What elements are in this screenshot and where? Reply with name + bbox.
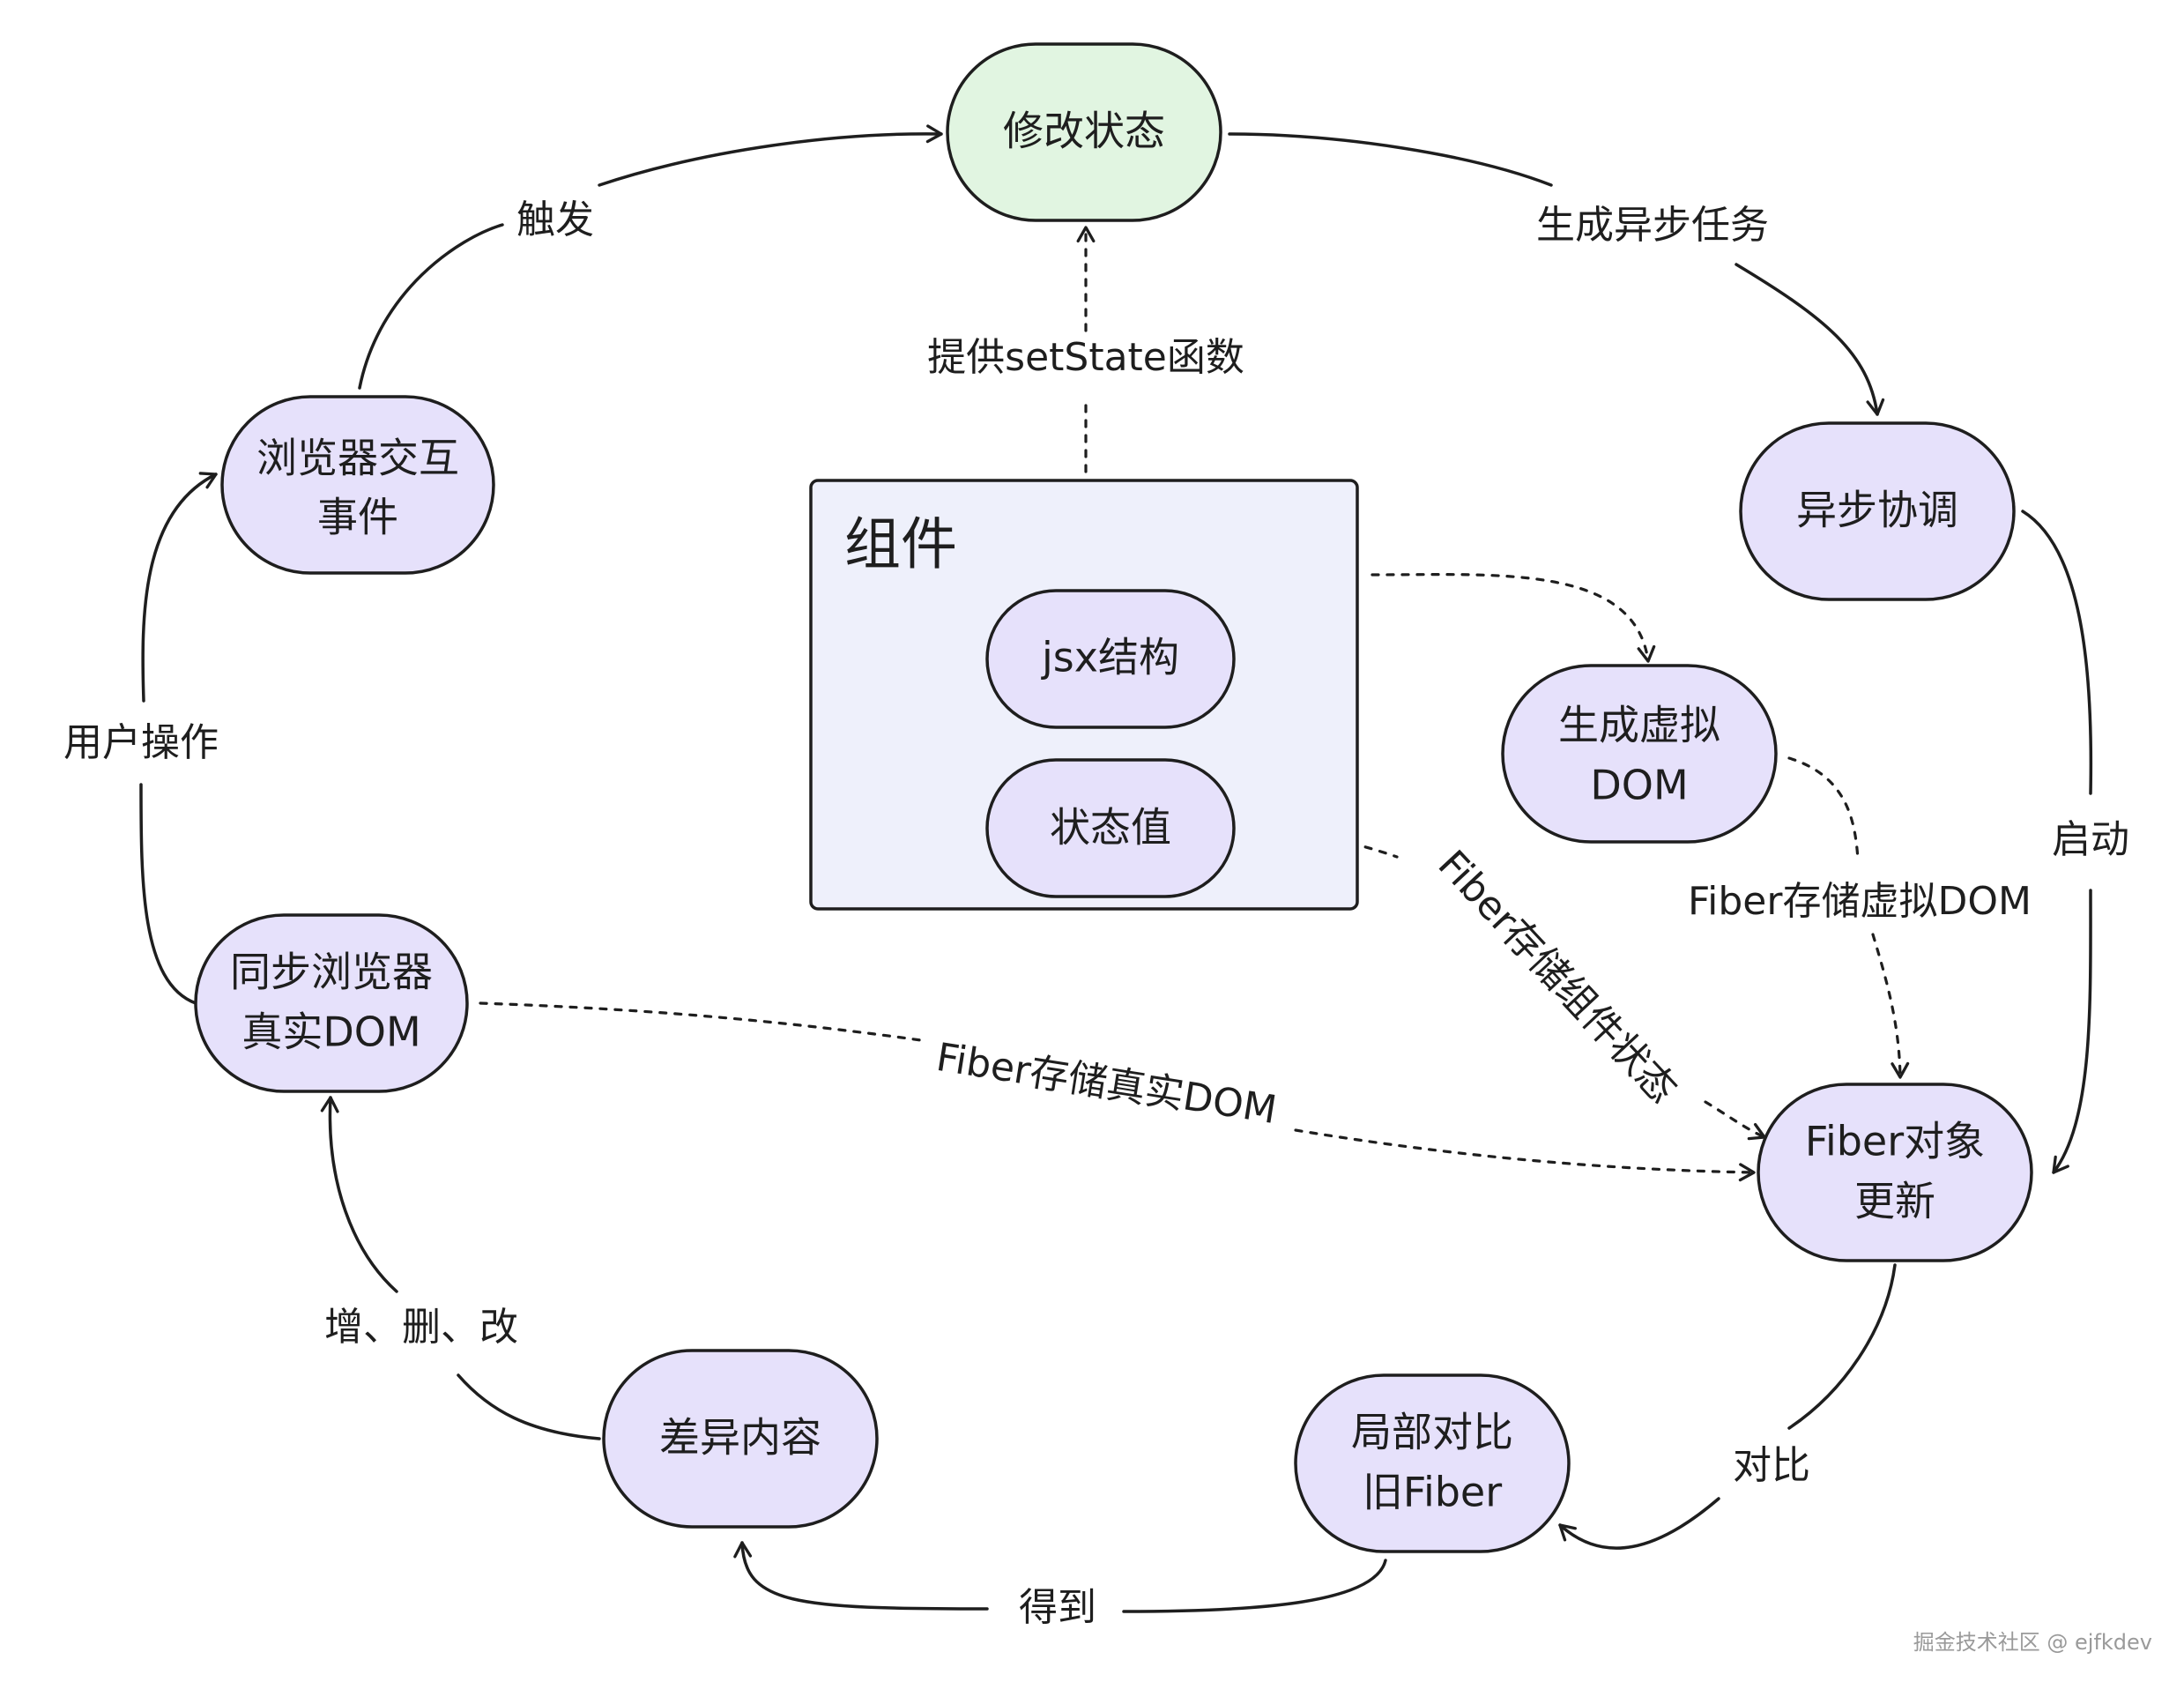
node-gen-vdom: 生成虚拟 DOM [1501, 664, 1778, 844]
edge-label-add-del-mod: 增、删、改 [324, 1305, 518, 1350]
node-sync-dom-line2: 真实DOM [241, 1008, 420, 1056]
edge-label-user-action: 用户操作 [63, 720, 219, 765]
node-fiber-update-line1: Fiber对象 [1805, 1118, 1985, 1165]
edge-label-fiber-store-vdom: Fiber存储虚拟DOM [1688, 879, 2032, 924]
node-modify-state: 修改状态 [946, 42, 1222, 222]
edge-label-gen-async-task: 生成异步任务 [1536, 203, 1769, 248]
node-sync-dom: 同步浏览器 真实DOM [194, 913, 469, 1093]
node-gen-vdom-line2: DOM [1590, 762, 1688, 809]
node-jsx: jsx结构 [985, 589, 1236, 729]
node-sync-dom-line1: 同步浏览器 [230, 949, 433, 996]
edge-compare [1560, 1263, 1897, 1550]
edge-label-compare: 对比 [1733, 1443, 1810, 1488]
node-jsx-label: jsx结构 [1041, 634, 1179, 681]
node-fiber-update-line2: 更新 [1854, 1178, 1935, 1225]
node-browser-event: 浏览器交互 事件 [220, 395, 495, 575]
edge-label-provide-setstate: 提供setState函数 [927, 335, 1244, 380]
edge-label-fiber-store-state: Fiber存储组件状态 [1430, 842, 1686, 1112]
edge-start [2021, 510, 2093, 1172]
watermark: 掘金技术社区 @ ejfkdev [1913, 1630, 2152, 1655]
node-browser-event-line2: 事件 [317, 494, 398, 541]
node-local-compare: 局部对比 旧Fiber [1294, 1373, 1571, 1553]
node-modify-state-label: 修改状态 [1003, 108, 1165, 155]
edge-gen-async-task [1228, 132, 1877, 414]
node-browser-event-line1: 浏览器交互 [256, 435, 459, 482]
edge-component-to-vdom [1371, 573, 1656, 663]
edge-trigger [358, 134, 941, 390]
edge-obtain [742, 1543, 1387, 1613]
node-fiber-update: Fiber对象 更新 [1757, 1083, 2033, 1262]
component-title: 组件 [844, 513, 957, 578]
node-async-reconcile-label: 异步协调 [1796, 487, 1958, 534]
edge-label-trigger: 触发 [516, 197, 594, 242]
node-state-value-label: 状态值 [1050, 804, 1171, 852]
edge-user-action [139, 474, 216, 1005]
edge-label-fiber-store-real-dom: Fiber存储真实DOM [933, 1035, 1280, 1133]
edge-label-start: 启动 [2052, 817, 2129, 862]
node-local-compare-line2: 旧Fiber [1363, 1469, 1502, 1516]
node-gen-vdom-line1: 生成虚拟 [1558, 702, 1720, 749]
edge-fiber-store-vdom [1787, 756, 1900, 1077]
node-diff-content-label: 差异内容 [659, 1414, 821, 1462]
edge-add-del-mod [330, 1098, 601, 1440]
node-async-reconcile: 异步协调 [1739, 421, 2016, 601]
node-local-compare-line1: 局部对比 [1351, 1409, 1513, 1456]
edge-fiber-store-real-dom [479, 1001, 1754, 1172]
node-diff-content: 差异内容 [602, 1349, 879, 1529]
node-state-value: 状态值 [985, 758, 1236, 898]
edge-label-obtain: 得到 [1019, 1585, 1096, 1630]
